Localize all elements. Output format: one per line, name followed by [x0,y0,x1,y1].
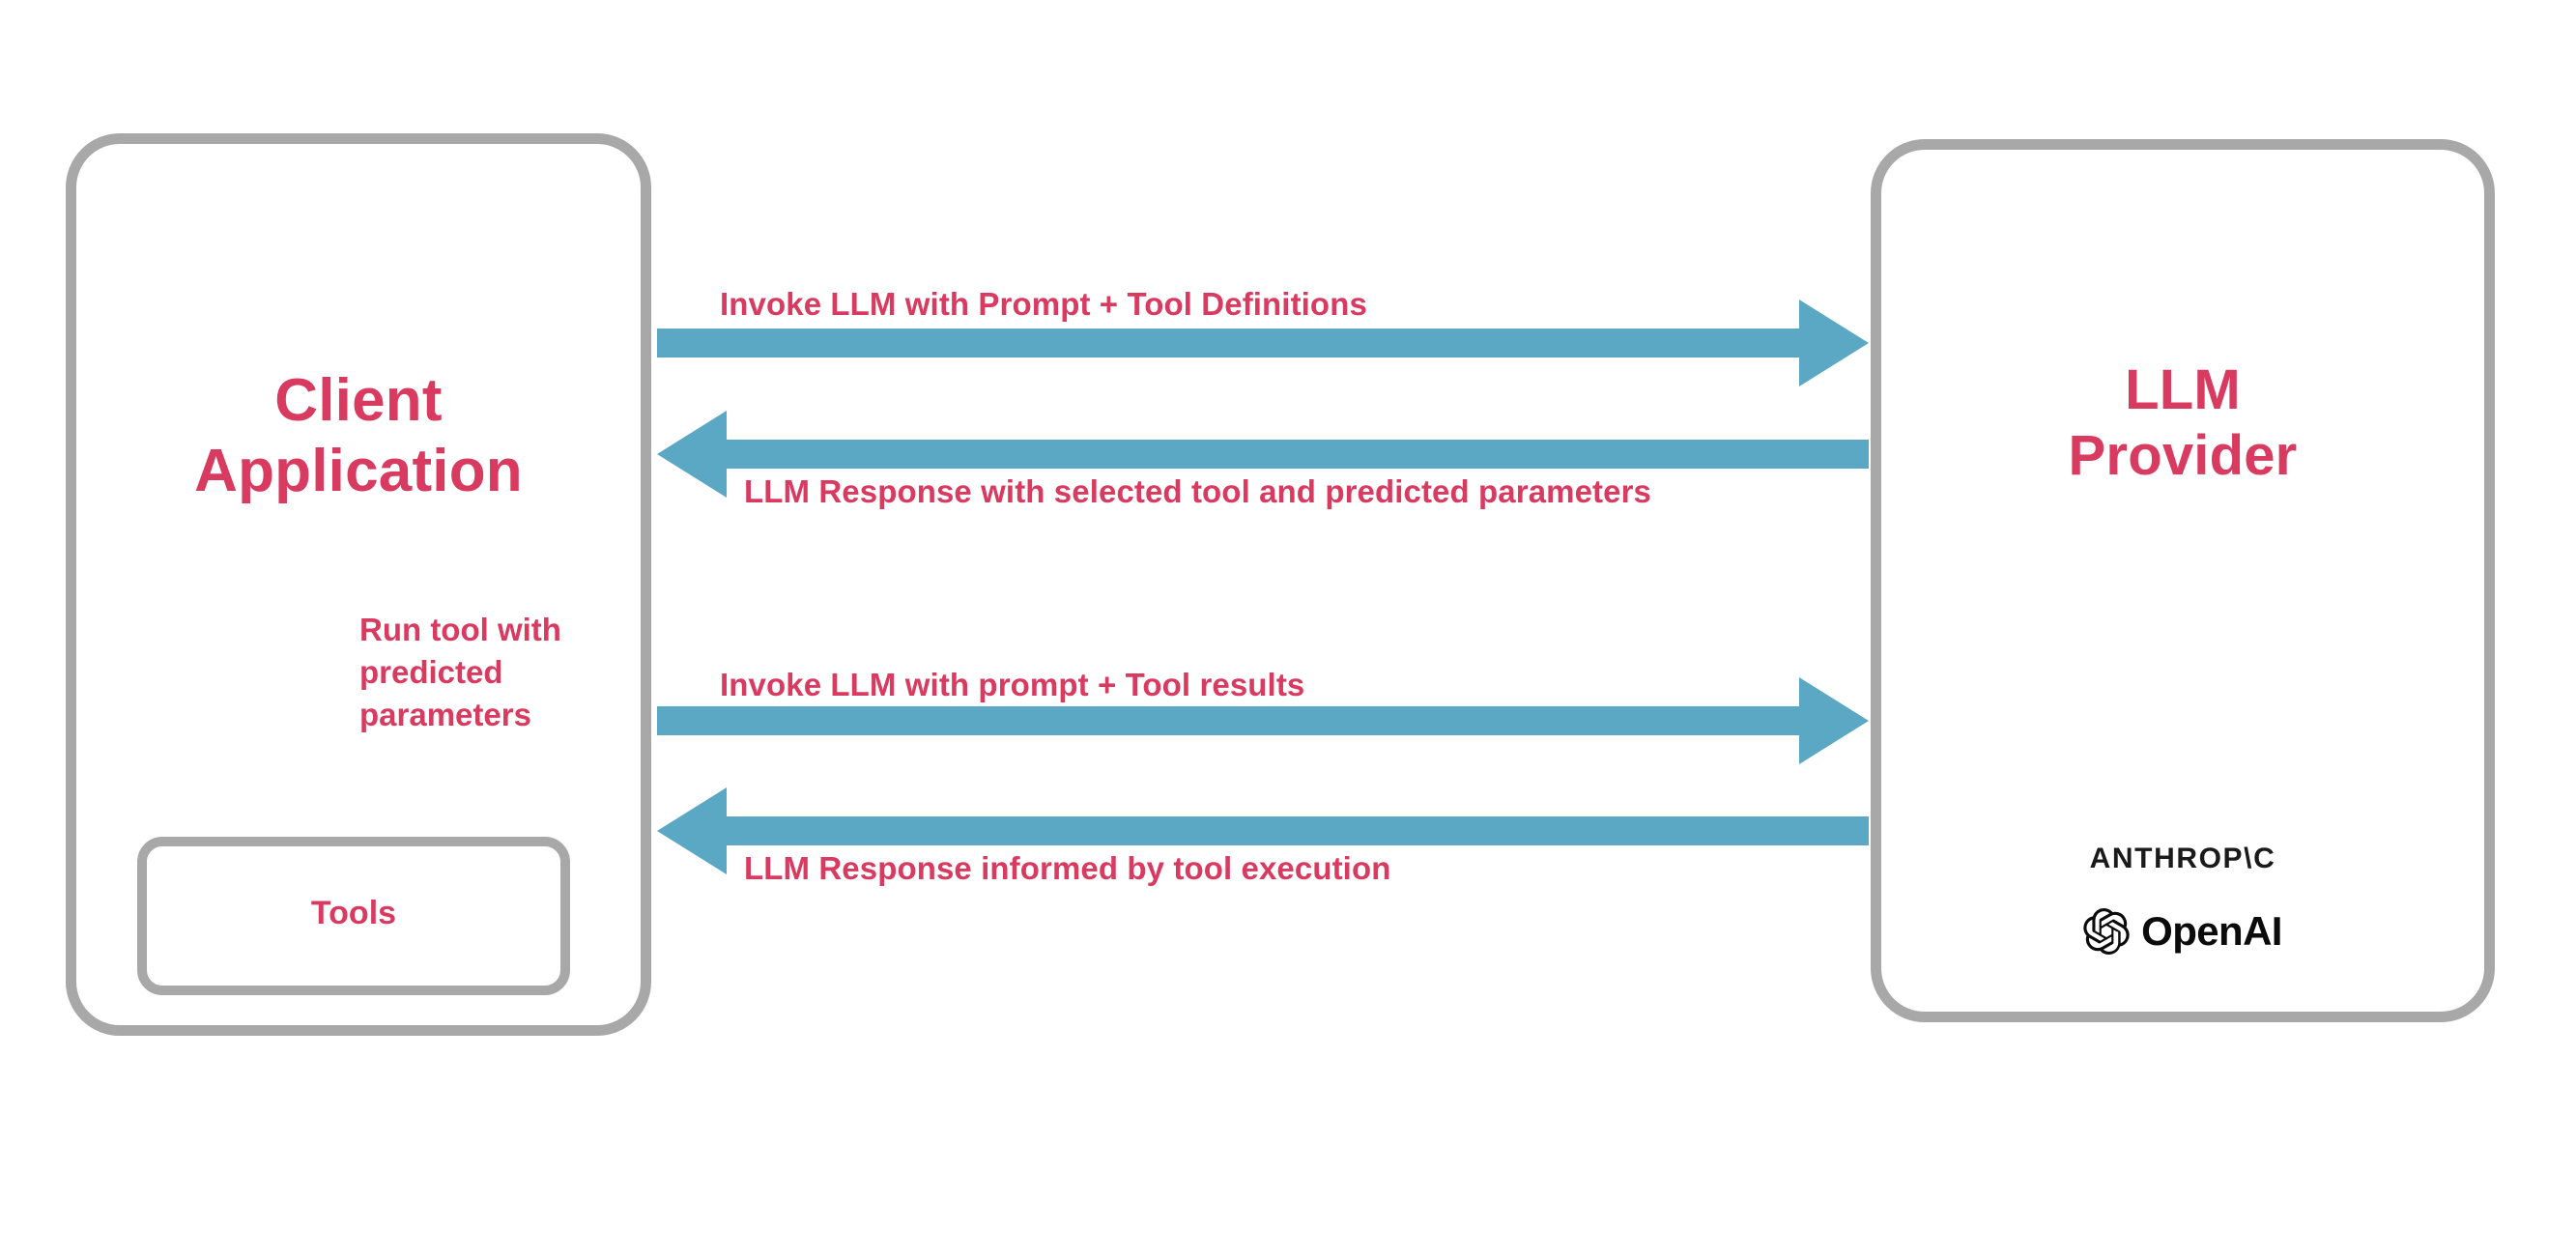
arrow-label-invoke-1: Invoke LLM with Prompt + Tool Definition… [720,286,1367,322]
anthropic-logo: ANTHROP\C [2089,843,2276,874]
arrow-label-response-2: LLM Response informed by tool execution [744,850,1391,886]
client-application-label: Client Application [194,367,523,505]
arrow-label-run-tool: Run tool with predicted parameters [359,612,561,732]
arrow-invoke-1 [657,300,1869,386]
openai-logo-icon [2083,908,2130,955]
arrow-label-invoke-2: Invoke LLM with prompt + Tool results [720,667,1305,702]
openai-logo-lockup: OpenAI [1871,908,2495,955]
llm-provider-node[interactable] [1871,139,2495,1022]
tools-label: Tools [310,895,397,931]
arrow-label-response-1: LLM Response with selected tool and pred… [744,473,1651,509]
tools-node[interactable] [137,837,570,995]
arrow-response-2 [657,787,1869,874]
arrow-invoke-2 [657,677,1869,764]
openai-wordmark: OpenAI [2141,908,2282,954]
arrow-response-1 [657,411,1869,498]
llm-provider-label: LLM Provider [2068,358,2298,488]
